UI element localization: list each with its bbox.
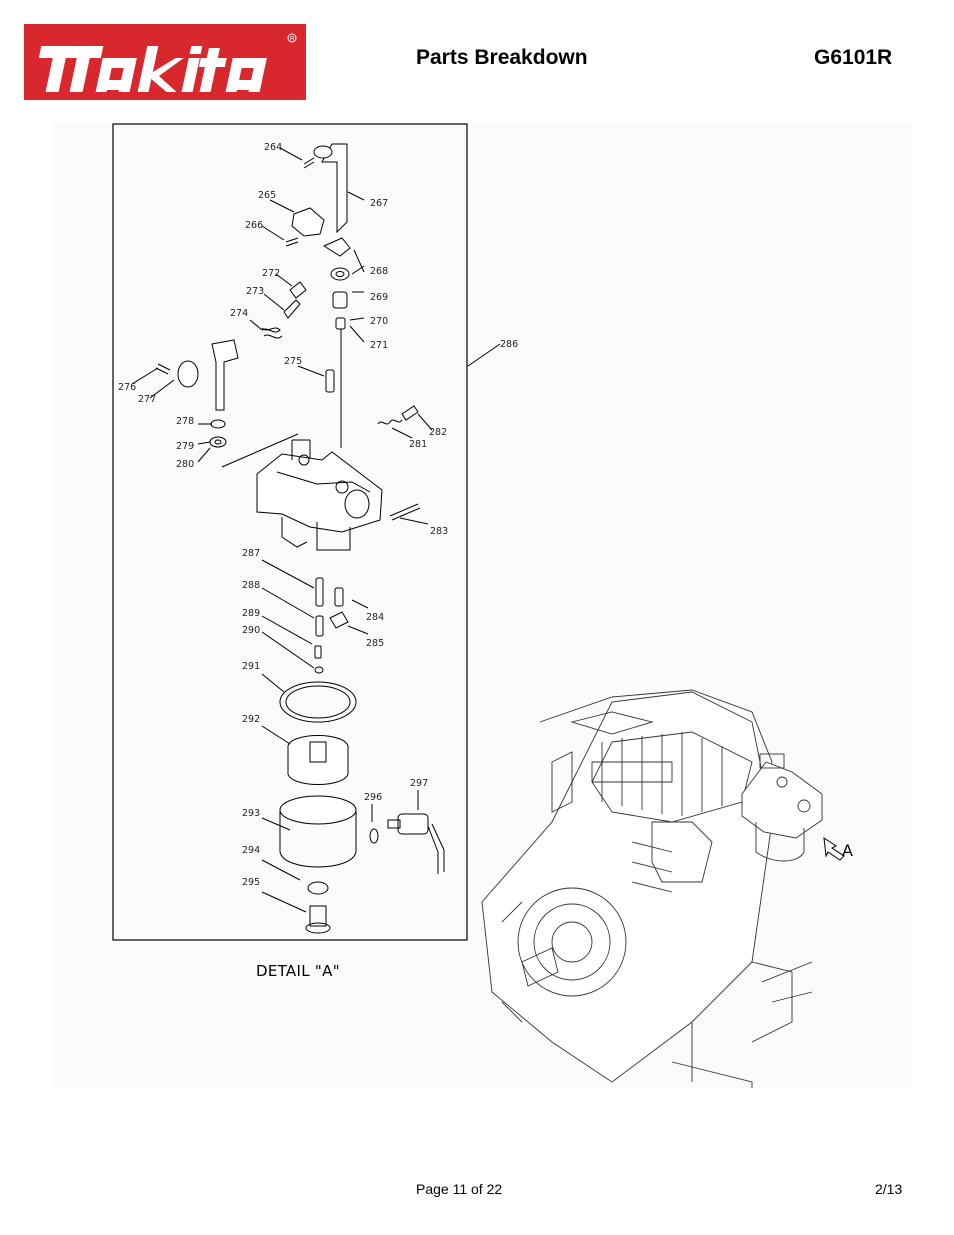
callout-297: 297 xyxy=(410,778,428,789)
callout-295: 295 xyxy=(242,877,260,888)
makita-logo: R makita xyxy=(24,24,306,100)
callout-281: 281 xyxy=(409,439,427,450)
callout-291: 291 xyxy=(242,661,260,672)
callout-284: 284 xyxy=(366,612,384,623)
callout-269: 269 xyxy=(370,292,388,303)
svg-text:A: A xyxy=(842,841,853,860)
callout-268: 268 xyxy=(370,266,388,277)
callout-270: 270 xyxy=(370,316,388,327)
callout-273: 273 xyxy=(246,286,264,297)
callout-279: 279 xyxy=(176,441,194,452)
callout-266: 266 xyxy=(245,220,263,231)
detail-a-frame xyxy=(112,123,468,941)
callout-294: 294 xyxy=(242,845,260,856)
callout-292: 292 xyxy=(242,714,260,725)
callout-288: 288 xyxy=(242,580,260,591)
revision-date: 2/13 xyxy=(875,1181,903,1197)
callout-264: 264 xyxy=(264,142,282,153)
callout-278: 278 xyxy=(176,416,194,427)
callout-274: 274 xyxy=(230,308,248,319)
view-arrow-a: A xyxy=(823,836,853,861)
exploded-view-svg: 264 265 266 267 268 269 270 271 272 273 … xyxy=(112,123,853,1088)
callout-277: 277 xyxy=(138,394,156,405)
callout-282: 282 xyxy=(429,427,447,438)
model-number: G6101R xyxy=(814,46,893,69)
page-title: Parts Breakdown xyxy=(416,46,588,69)
callout-293: 293 xyxy=(242,808,260,819)
parts-diagram: 264 265 266 267 268 269 270 271 272 273 … xyxy=(52,122,912,1088)
callout-289: 289 xyxy=(242,608,260,619)
callout-285: 285 xyxy=(366,638,384,649)
callout-296: 296 xyxy=(364,792,382,803)
callout-275: 275 xyxy=(284,356,302,367)
callout-267: 267 xyxy=(370,198,388,209)
callout-276: 276 xyxy=(118,382,136,393)
callout-272: 272 xyxy=(262,268,280,279)
callout-286: 286 xyxy=(500,339,518,350)
callout-271: 271 xyxy=(370,340,388,351)
callout-287: 287 xyxy=(242,548,260,559)
page-number: Page 11 of 22 xyxy=(416,1181,503,1197)
callout-283: 283 xyxy=(430,526,448,537)
callout-280: 280 xyxy=(176,459,194,470)
detail-a-label: DETAIL "A" xyxy=(256,962,340,980)
callout-290: 290 xyxy=(242,625,260,636)
svg-text:R: R xyxy=(290,37,295,43)
callout-265: 265 xyxy=(258,190,276,201)
